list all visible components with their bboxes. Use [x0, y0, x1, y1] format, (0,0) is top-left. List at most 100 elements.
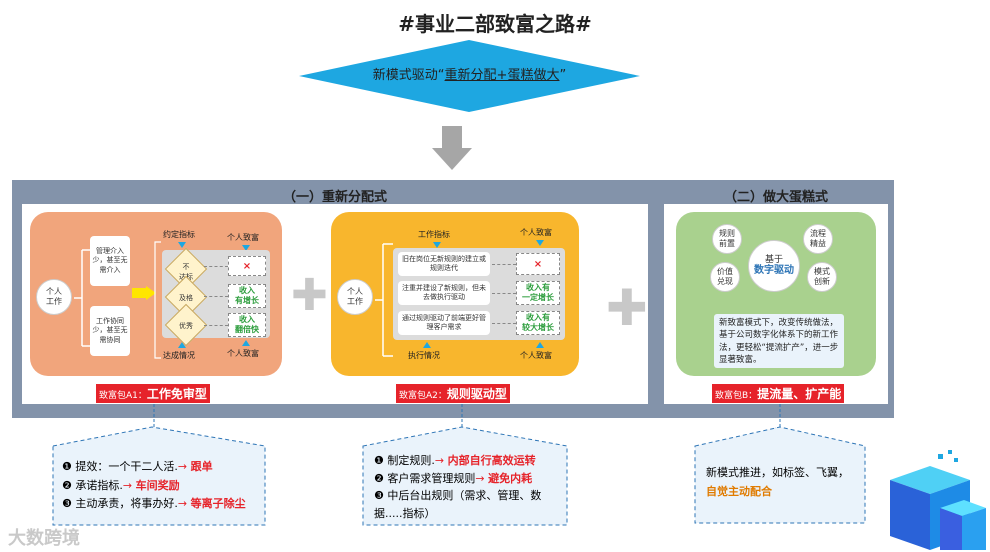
note-2-line-1: ❶ 制定规则.→ 内部自行高效运转 — [374, 452, 562, 470]
note-3-shape — [694, 426, 866, 524]
note-1-num-3: ❸ — [62, 497, 72, 511]
banner-highlight: 重新分配+蛋糕做大 — [444, 68, 560, 83]
note-2-hl-1: 内部自行高效运转 — [447, 454, 536, 467]
a1-top-box: 管理介入少，甚至无需介入 — [90, 236, 130, 286]
banner-diamond — [299, 40, 640, 112]
note-1-hl-3: 等离子除尘 — [190, 497, 246, 511]
note-2-arrow-2: → — [475, 471, 485, 485]
a1-diamond-2-label: 及格 — [179, 294, 193, 302]
note-1-num-1: ❶ — [62, 460, 72, 473]
a1-top-label: 约定指标 — [163, 230, 195, 239]
a2-person-circle: 个人 工作 — [337, 279, 373, 315]
section1-title: （一）重新分配式 — [282, 190, 387, 205]
b-circle-4-label: 模式 创新 — [814, 267, 830, 286]
a2-result-2: 收入有 一定增长 — [516, 281, 560, 305]
a1-tag-prefix: 致富包A1： — [99, 391, 147, 401]
note-1-arrow-2: → — [122, 478, 133, 492]
a1-tag-main: 工作免审型 — [146, 387, 207, 401]
b-tag-main: 提流量、扩产能 — [757, 387, 842, 401]
note-3: 新模式推进，如标签、飞翼， 自觉主动配合 — [706, 464, 858, 501]
a1-blue-tri-bottom-right-icon — [242, 340, 250, 346]
b-circle-3-label: 价值 兑现 — [717, 267, 733, 286]
a2-top-right-label: 个人致富 — [520, 228, 552, 237]
b-circle-3: 价值 兑现 — [710, 262, 740, 292]
note-1-shape — [52, 426, 266, 526]
note-1-line-3: ❸ 主动承责，将事办好.→ 等离子除尘 — [62, 495, 262, 514]
note-1: ❶ 提效：一个干二人活.→ 跟单 ❷ 承诺指标.→ 车间奖励 ❸ 主动承责，将事… — [62, 458, 262, 514]
note-3-text: 新模式推进，如标签、飞翼， — [706, 466, 849, 479]
a1-result-2: 收入 有增长 — [228, 284, 266, 308]
a1-bracket — [74, 249, 90, 347]
a1-diamond-3-label: 优秀 — [179, 322, 193, 330]
note-2-line-3: ❸ 中后台出规则（需求、管理、数据.....指标） — [374, 487, 562, 522]
a2-row-1: 旧在岗位无新规则的建立或规则迭代 — [398, 252, 490, 276]
plus-icon-2: ✚ — [606, 279, 648, 337]
note-1-hl-1: 跟单 — [190, 460, 213, 473]
note-1-num-2: ❷ — [62, 478, 72, 492]
b-center-highlight: 数字驱动 — [754, 265, 794, 277]
note-2-num-1: ❶ — [374, 454, 384, 467]
a2-blue-tri-bottom-right-icon — [536, 342, 544, 348]
a2-result-3: 收入有 较大增长 — [516, 311, 560, 335]
a2-row-2: 注重并建设了新规则，但未去做执行驱动 — [398, 281, 490, 305]
note-2: ❶ 制定规则.→ 内部自行高效运转 ❷ 客户需求管理规则→ 避免内耗 ❸ 中后台… — [374, 452, 562, 522]
b-circle-1: 规则 前置 — [712, 224, 742, 254]
note-2-shape — [362, 426, 568, 526]
note-2-arrow-1: → — [434, 454, 445, 467]
note-1-text-2: 承诺指标. — [75, 478, 123, 492]
note-2-hl-2: 避免内耗 — [488, 471, 533, 485]
note-2-line-2: ❷ 客户需求管理规则→ 避免内耗 — [374, 470, 562, 488]
b-tag: 致富包B：提流量、扩产能 — [712, 384, 845, 403]
a1-result-3: 收入 翻倍快 — [228, 313, 266, 337]
a2-arrow-2 — [492, 293, 516, 294]
note-2-text-2: 客户需求管理规则 — [387, 471, 476, 485]
watermark: 大数跨境 — [8, 528, 80, 549]
b-circle-2-label: 流程 精益 — [810, 229, 826, 248]
b-center-label: 基于 — [764, 254, 783, 265]
b-circle-4: 模式 创新 — [807, 262, 837, 292]
down-arrow-icon — [432, 126, 472, 170]
note-1-arrow-1: → — [177, 460, 188, 473]
a2-arrow-3 — [492, 323, 516, 324]
note-1-hl-2: 车间奖励 — [135, 478, 180, 492]
section2-title: （二）做大蛋糕式 — [723, 190, 828, 205]
a1-tag: 致富包A1：工作免审型 — [96, 384, 210, 403]
note-1-line-2: ❷ 承诺指标.→ 车间奖励 — [62, 477, 262, 496]
a2-tag: 致富包A2：规则驱动型 — [396, 384, 510, 403]
note-2-text-3: 中后台出规则（需求、管理、数据.....指标） — [374, 489, 542, 520]
banner-text: 新模式驱动“重新分配+蛋糕做大” — [297, 64, 642, 83]
a2-blue-tri-bottom-icon — [423, 342, 431, 348]
decorative-blocks-icon — [890, 450, 986, 550]
a2-top-label: 工作指标 — [418, 230, 450, 239]
b-center-circle: 基于 数字驱动 — [748, 240, 800, 292]
a1-blue-tri-bottom-icon — [178, 342, 186, 348]
note-2-num-3: ❸ — [374, 489, 384, 503]
note-1-text-3: 主动承责，将事办好. — [75, 497, 178, 511]
a1-top-right-label: 个人致富 — [227, 233, 259, 242]
banner-prefix: 新模式驱动“ — [372, 68, 445, 83]
a1-bottom-right-label: 个人致富 — [227, 349, 259, 358]
a1-person-circle: 个人 工作 — [36, 279, 72, 315]
a1-arrow-3 — [204, 325, 228, 326]
a2-tag-main: 规则驱动型 — [446, 387, 507, 401]
a2-result-1: × — [516, 253, 560, 275]
a1-vbracket — [154, 241, 161, 359]
a1-result-1: × — [228, 256, 266, 276]
plus-icon-1: ✚ — [291, 270, 328, 321]
a1-bottom-box: 工作协同少，甚至无需协同 — [90, 306, 130, 356]
a1-yellow-arrow-icon — [132, 286, 156, 300]
banner-suffix: ” — [559, 68, 567, 83]
note-2-num-2: ❷ — [374, 471, 384, 485]
a2-bracket — [375, 243, 393, 357]
a1-bottom-label: 达成情况 — [163, 351, 195, 360]
note-3-hl: 自觉主动配合 — [706, 484, 772, 498]
b-desc: 新致富模式下，改变传统做法，基于公司数字化体系下的新工作法，更轻松“提流扩产”，… — [714, 314, 844, 368]
a1-arrow-1 — [204, 266, 228, 267]
note-1-arrow-3: → — [177, 497, 188, 511]
a1-blue-tri-top-icon — [178, 242, 186, 248]
a1-blue-tri-top-right-icon — [242, 245, 250, 251]
a1-arrow-2 — [204, 296, 228, 297]
a2-blue-tri-top-right-icon — [536, 240, 544, 246]
b-circle-1-label: 规则 前置 — [719, 229, 735, 248]
b-circle-2: 流程 精益 — [803, 224, 833, 254]
